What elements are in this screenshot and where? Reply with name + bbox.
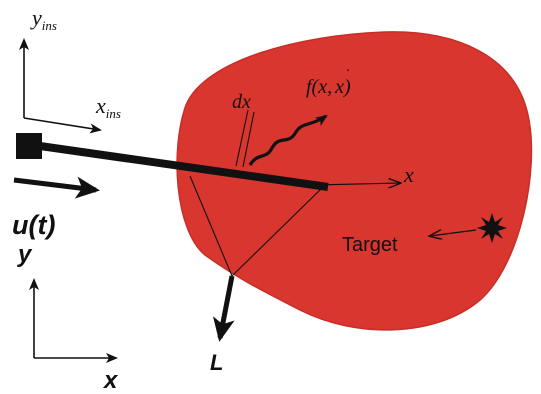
- world-x-label: x: [102, 367, 119, 394]
- world-y-label: y: [17, 241, 33, 268]
- target-label: Target: [342, 234, 398, 256]
- velocity-dot: ·: [346, 64, 350, 79]
- force-arrow: [248, 114, 328, 166]
- needle-shaft: [39, 142, 329, 191]
- dx-element: [235, 109, 255, 168]
- input-label: u(t): [12, 210, 55, 240]
- starburst-icon: [477, 213, 507, 243]
- dx-label: dx: [232, 91, 251, 113]
- load-triangle: [189, 175, 323, 277]
- y-ins-label: yins: [30, 5, 57, 33]
- x-ins-axis: [23, 117, 102, 134]
- x-ins-label: xins: [95, 93, 121, 121]
- L-label: L: [210, 350, 223, 375]
- input-arrow: [13, 176, 100, 199]
- needle-axis-label: x: [403, 162, 414, 187]
- L-arrow: [213, 275, 235, 342]
- instrument-frame: [19, 38, 102, 134]
- world-frame: [29, 278, 118, 363]
- force-label: f(x,x): [306, 76, 351, 98]
- target-pointer: [430, 229, 477, 236]
- needle-axis-arrow: [314, 183, 400, 185]
- tissue-region: [176, 31, 533, 331]
- needle-holder: [16, 133, 42, 159]
